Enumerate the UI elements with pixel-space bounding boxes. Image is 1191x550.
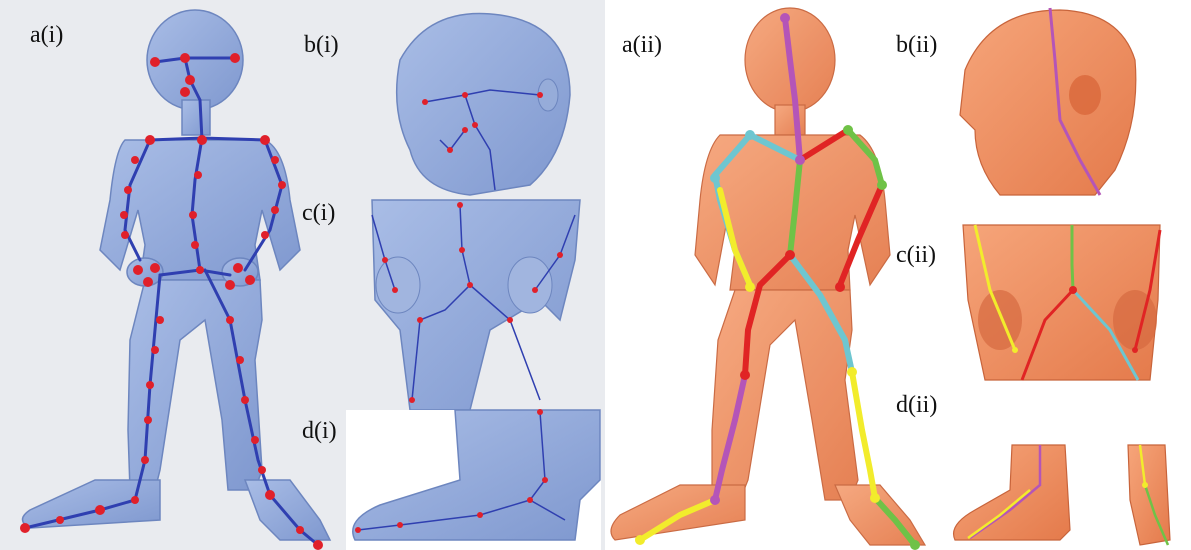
panel-d-i xyxy=(346,409,601,550)
label-a-ii: a(ii) xyxy=(622,32,662,58)
label-c-i: c(i) xyxy=(302,200,335,226)
panel-c-i xyxy=(346,197,601,410)
panel-b-i xyxy=(346,5,601,195)
panel-c-ii xyxy=(963,225,1160,380)
label-c-ii: c(ii) xyxy=(896,242,936,268)
panel-b-ii xyxy=(960,8,1136,195)
label-d-ii: d(ii) xyxy=(896,392,937,418)
label-a-i: a(i) xyxy=(30,22,63,48)
label-d-i: d(i) xyxy=(302,418,337,444)
panel-d-ii xyxy=(954,445,1170,545)
label-b-i: b(i) xyxy=(304,32,339,58)
label-b-ii: b(ii) xyxy=(896,32,937,58)
